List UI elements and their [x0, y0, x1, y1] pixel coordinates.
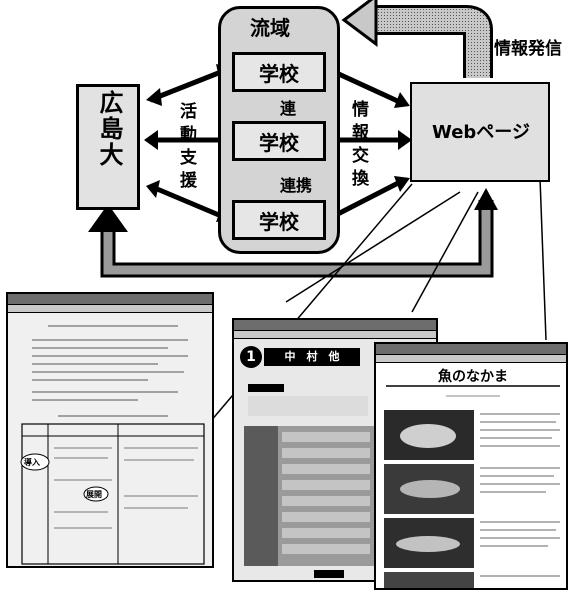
exchange-arrows	[328, 67, 406, 221]
lesson-plan-screenshot: 導入 展開	[6, 292, 214, 568]
link-label-1: 連	[280, 99, 297, 118]
basin-label: 流域	[250, 16, 290, 40]
fish-page-title: 魚のなかま	[438, 369, 508, 385]
support-label: 活動支援	[176, 102, 196, 194]
publish-arrow	[341, 0, 493, 78]
publish-label: 情報発信	[494, 39, 562, 59]
exchange-label: 情報交換	[348, 100, 368, 192]
school-box-2: 学校	[232, 121, 326, 161]
feedback-arrow	[88, 188, 498, 278]
university-label: 広島大	[95, 90, 123, 168]
stamp-intro: 導入	[24, 458, 40, 467]
link-label-2: 連携	[280, 176, 313, 195]
school-box-3: 学校	[232, 200, 326, 240]
webpage-box	[410, 82, 550, 182]
fish-page-screenshot: 魚のなかま	[374, 342, 568, 590]
webpage-label: Webページ	[432, 122, 530, 143]
callout-lines	[209, 177, 547, 423]
university-box	[76, 84, 140, 210]
stamp-develop: 展開	[86, 490, 102, 499]
school-box-1: 学校	[232, 52, 326, 92]
support-arrows	[149, 67, 227, 221]
school-header: 中 村 他	[264, 348, 360, 366]
school-badge: 1	[240, 346, 262, 368]
